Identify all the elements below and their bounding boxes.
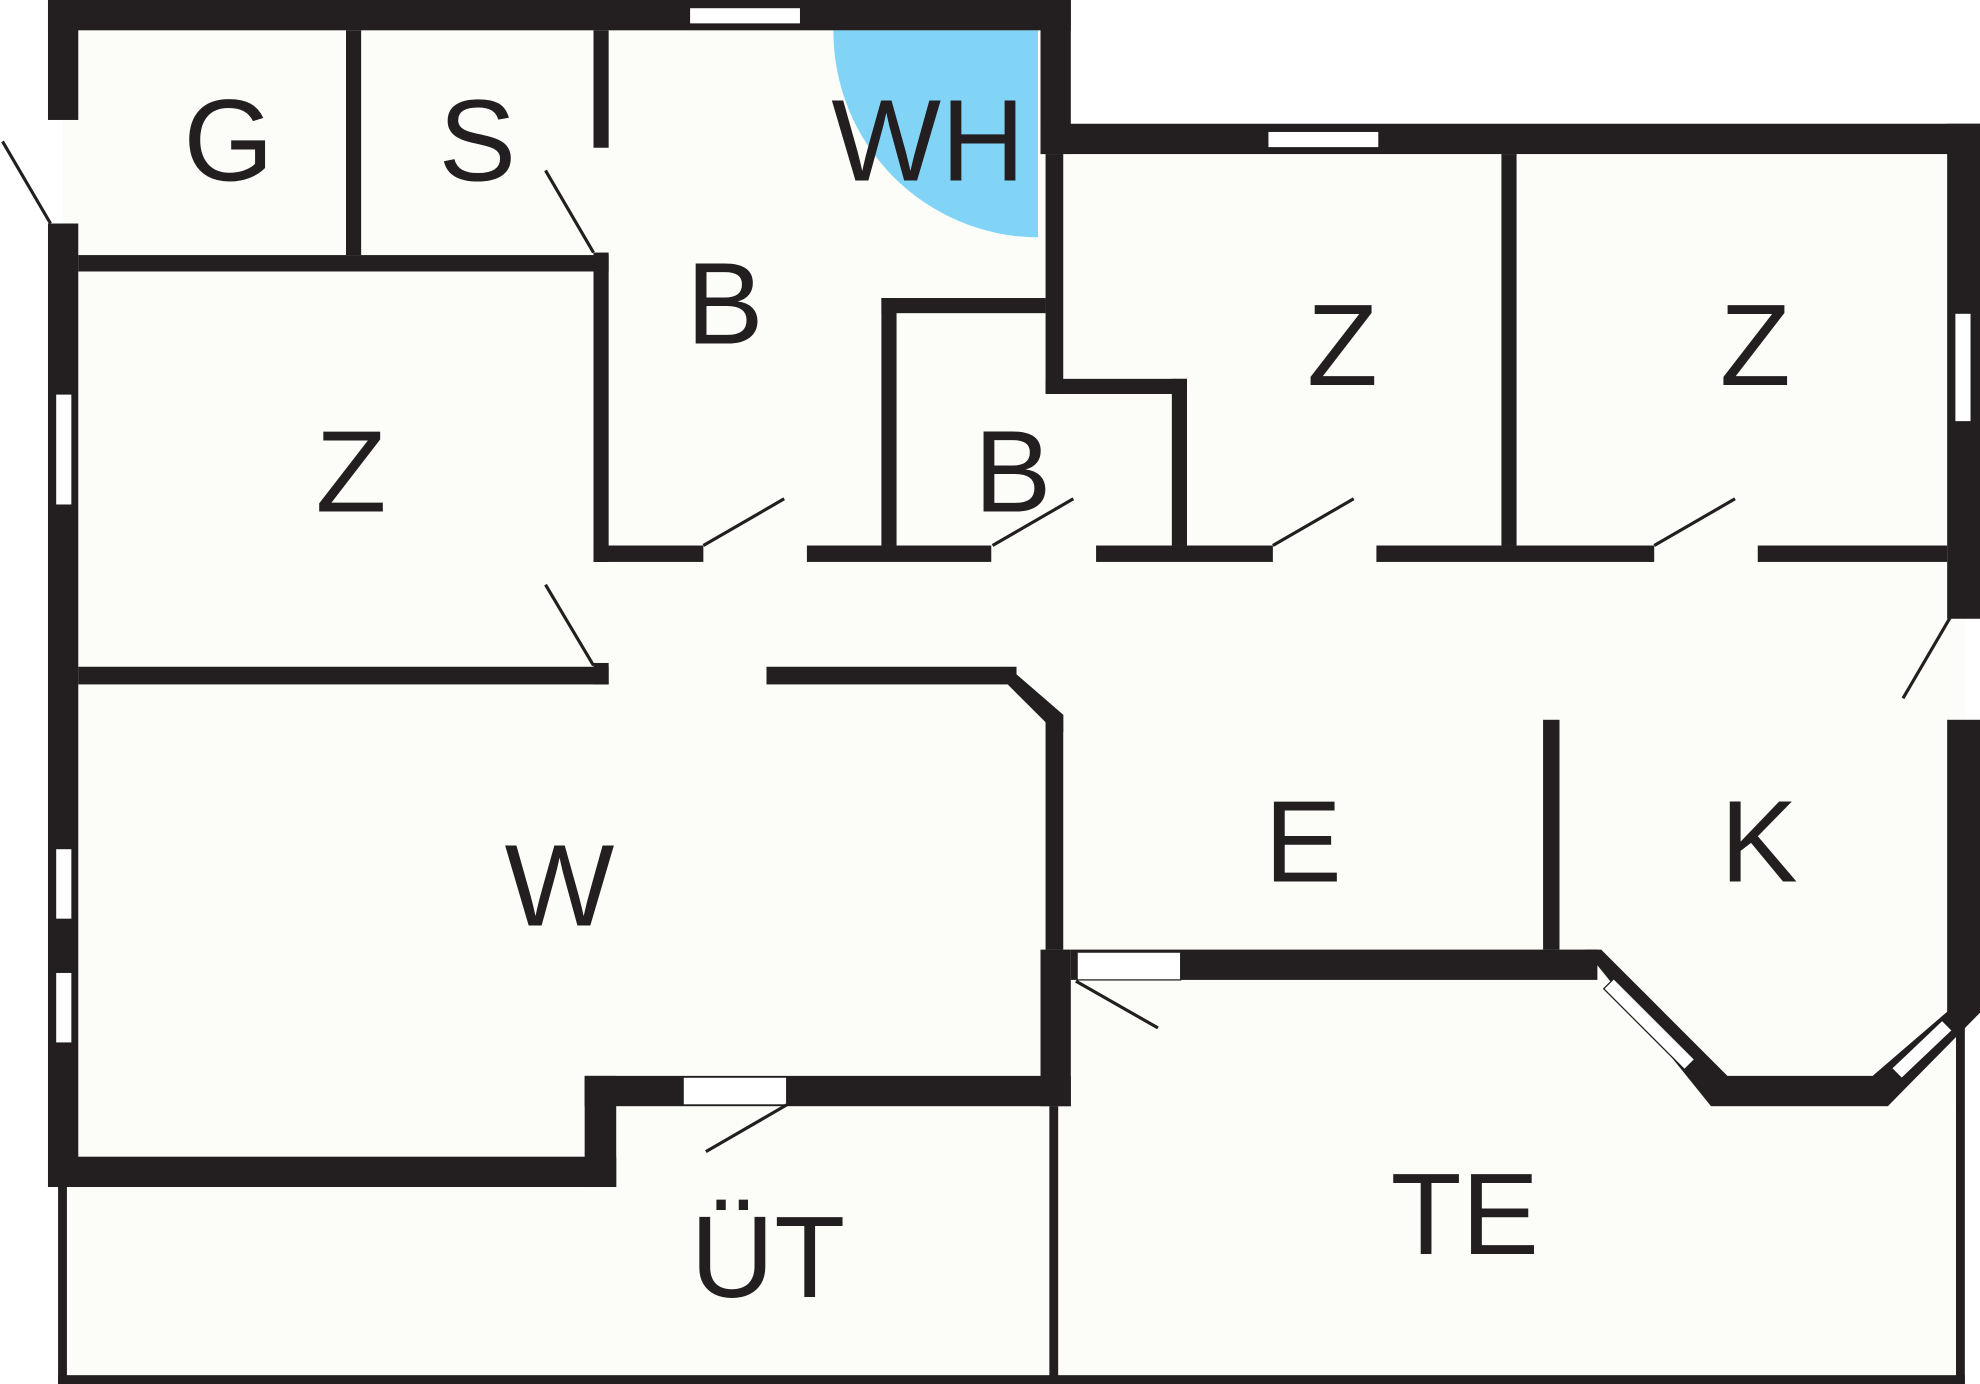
door-swings [1,140,1953,1154]
highlight-wh-zone [833,30,1038,238]
inner-walls [78,30,1948,950]
room-label-s: S [439,76,516,206]
room-label-z1: Z [316,406,387,536]
windows [54,6,1972,1106]
room-label-w: W [505,821,615,951]
room-label-ut: ÜT [690,1192,845,1322]
room-label-z3: Z [1720,280,1791,410]
room-label-b2: B [974,406,1051,536]
room-label-te: TE [1391,1149,1539,1279]
room-label-g: G [183,76,273,206]
room-labels: G S WH B Z B Z Z W E K ÜT TE [183,76,1797,1322]
room-label-k: K [1720,776,1797,906]
room-label-b1: B [686,238,763,368]
room-label-z2: Z [1307,280,1378,410]
room-label-wh: WH [831,76,1025,206]
outdoor-outline [58,1022,1965,1384]
room-label-e: E [1264,776,1341,906]
